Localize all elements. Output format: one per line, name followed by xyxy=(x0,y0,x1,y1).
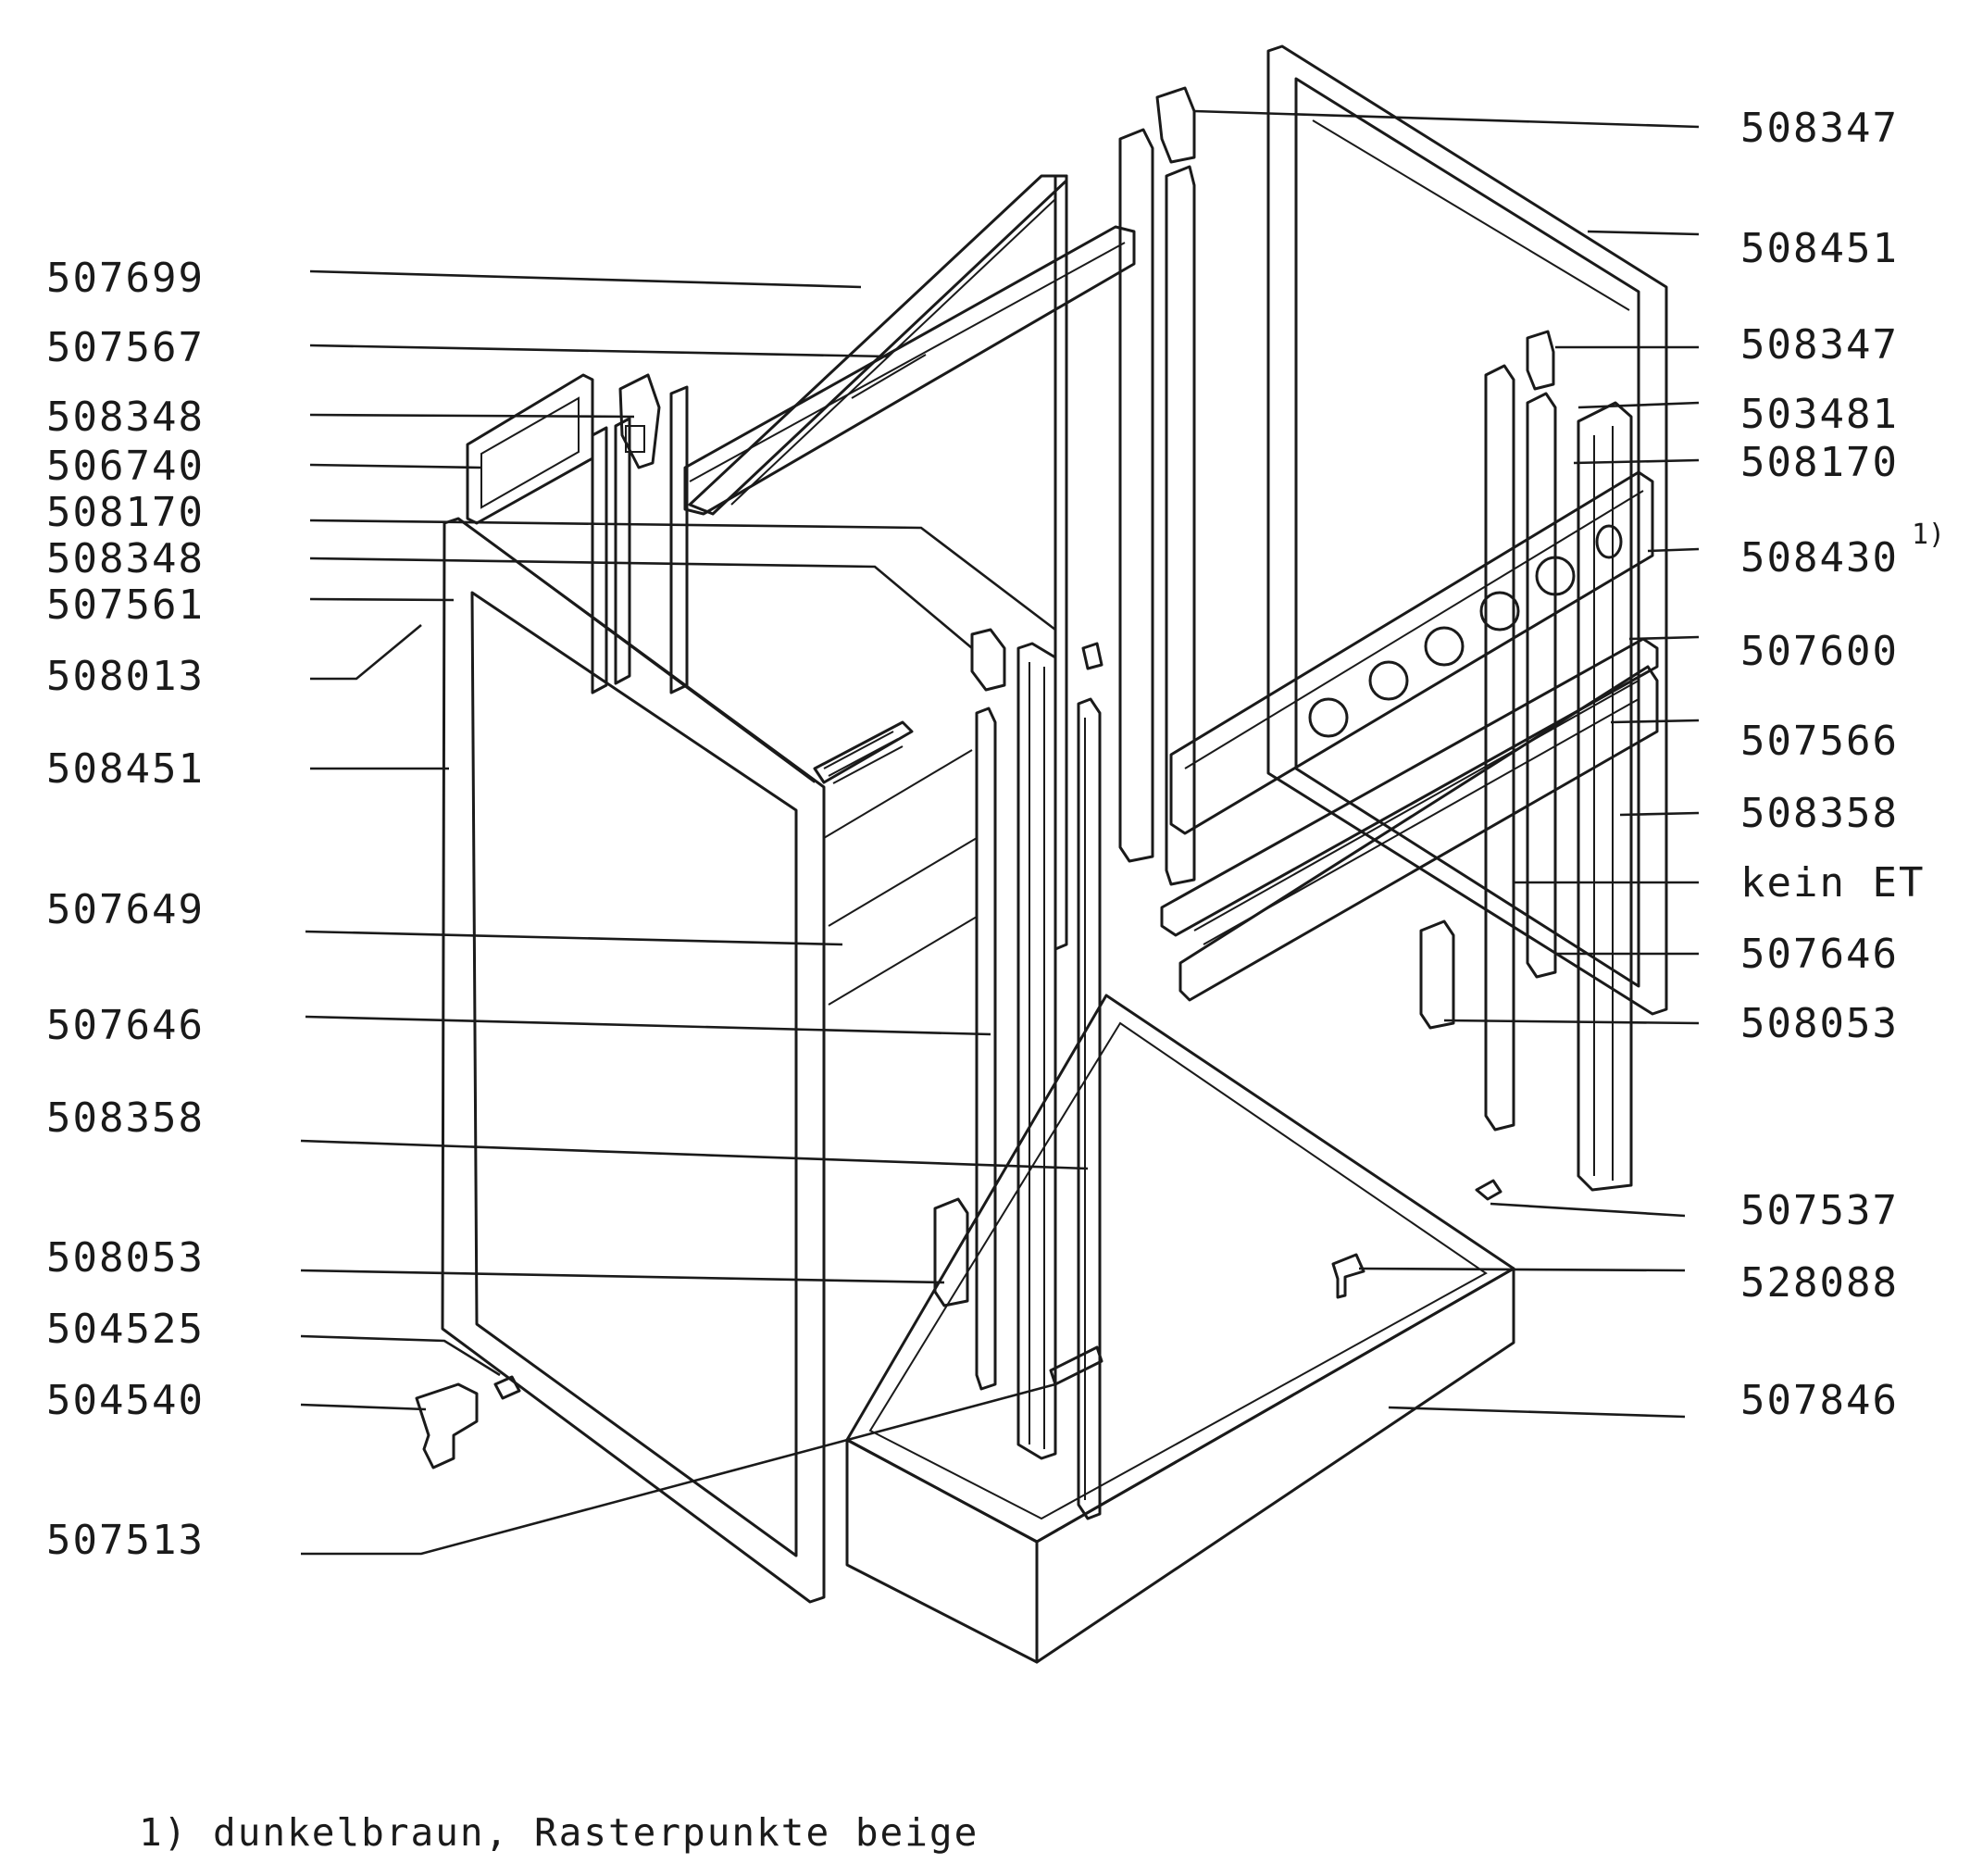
label-508347-mid: 508347 xyxy=(1740,321,1899,369)
label-507646-left: 507646 xyxy=(46,1002,205,1049)
label-508170-right: 508170 xyxy=(1740,439,1899,486)
foot-528088 xyxy=(1331,1253,1365,1299)
label-508013: 508013 xyxy=(46,653,205,700)
label-507846: 507846 xyxy=(1740,1377,1899,1424)
right-side-panel xyxy=(1266,44,1668,1016)
label-504525: 504525 xyxy=(46,1306,205,1353)
footnote-marker: 1) xyxy=(1912,519,1945,551)
back-panel xyxy=(813,720,978,1006)
central-uprights xyxy=(975,642,1102,1520)
label-508348-upper: 508348 xyxy=(46,394,205,441)
label-506740: 506740 xyxy=(46,443,205,490)
label-507646-right: 507646 xyxy=(1740,931,1899,978)
small-bracket-frame xyxy=(466,373,594,525)
label-507699: 507699 xyxy=(46,255,205,302)
rail-holder-right xyxy=(1419,919,1455,1030)
clip-507537 xyxy=(1475,1179,1502,1201)
label-508451-right: 508451 xyxy=(1740,225,1899,272)
label-507566: 507566 xyxy=(1740,718,1899,765)
top-hinge-508347 xyxy=(1155,86,1555,391)
label-507649: 507649 xyxy=(46,886,205,933)
back-left-rails xyxy=(591,385,689,694)
upper-cross-rail xyxy=(683,225,1136,516)
latch-504540 xyxy=(415,1382,479,1470)
bracket-507513 xyxy=(1049,1345,1103,1386)
label-508358-right: 508358 xyxy=(1740,790,1899,837)
label-507561: 507561 xyxy=(46,582,205,629)
footnote-text: 1) dunkelbraun, Rasterpunkte beige xyxy=(139,1810,979,1855)
screw-504525 xyxy=(493,1375,521,1400)
right-part-labels: 508347 508451 508347 503481 508170 50843… xyxy=(1740,105,1945,1424)
rail-holder-left xyxy=(933,1197,969,1307)
label-528088: 528088 xyxy=(1740,1259,1899,1307)
label-508053-right: 508053 xyxy=(1740,1000,1899,1047)
label-508053-left: 508053 xyxy=(46,1234,205,1282)
label-507567: 507567 xyxy=(46,324,205,371)
back-right-rails xyxy=(1118,128,1633,1192)
label-508347-top: 508347 xyxy=(1740,105,1899,152)
label-503481: 503481 xyxy=(1740,391,1899,438)
left-part-labels: 507699 507567 508348 506740 508170 50834… xyxy=(46,255,205,1564)
control-panel xyxy=(1169,470,1654,835)
label-507513: 507513 xyxy=(46,1517,205,1564)
top-panel xyxy=(688,174,1068,951)
label-508451-left: 508451 xyxy=(46,745,205,793)
label-507600: 507600 xyxy=(1740,628,1899,675)
left-side-panel xyxy=(441,517,826,1604)
leader-lines xyxy=(300,109,1700,1556)
lower-rails xyxy=(1160,637,1659,1002)
label-508358-left: 508358 xyxy=(46,1094,205,1142)
base-frame xyxy=(845,994,1515,1664)
label-kein-et: kein ET xyxy=(1740,859,1925,907)
label-508430: 508430 xyxy=(1740,534,1899,582)
label-508348-lower: 508348 xyxy=(46,535,205,582)
hinge-middle xyxy=(970,628,1103,692)
hinge-upper xyxy=(618,373,661,469)
label-508170-left: 508170 xyxy=(46,489,205,536)
label-504540: 504540 xyxy=(46,1377,205,1424)
label-507537: 507537 xyxy=(1740,1187,1899,1234)
